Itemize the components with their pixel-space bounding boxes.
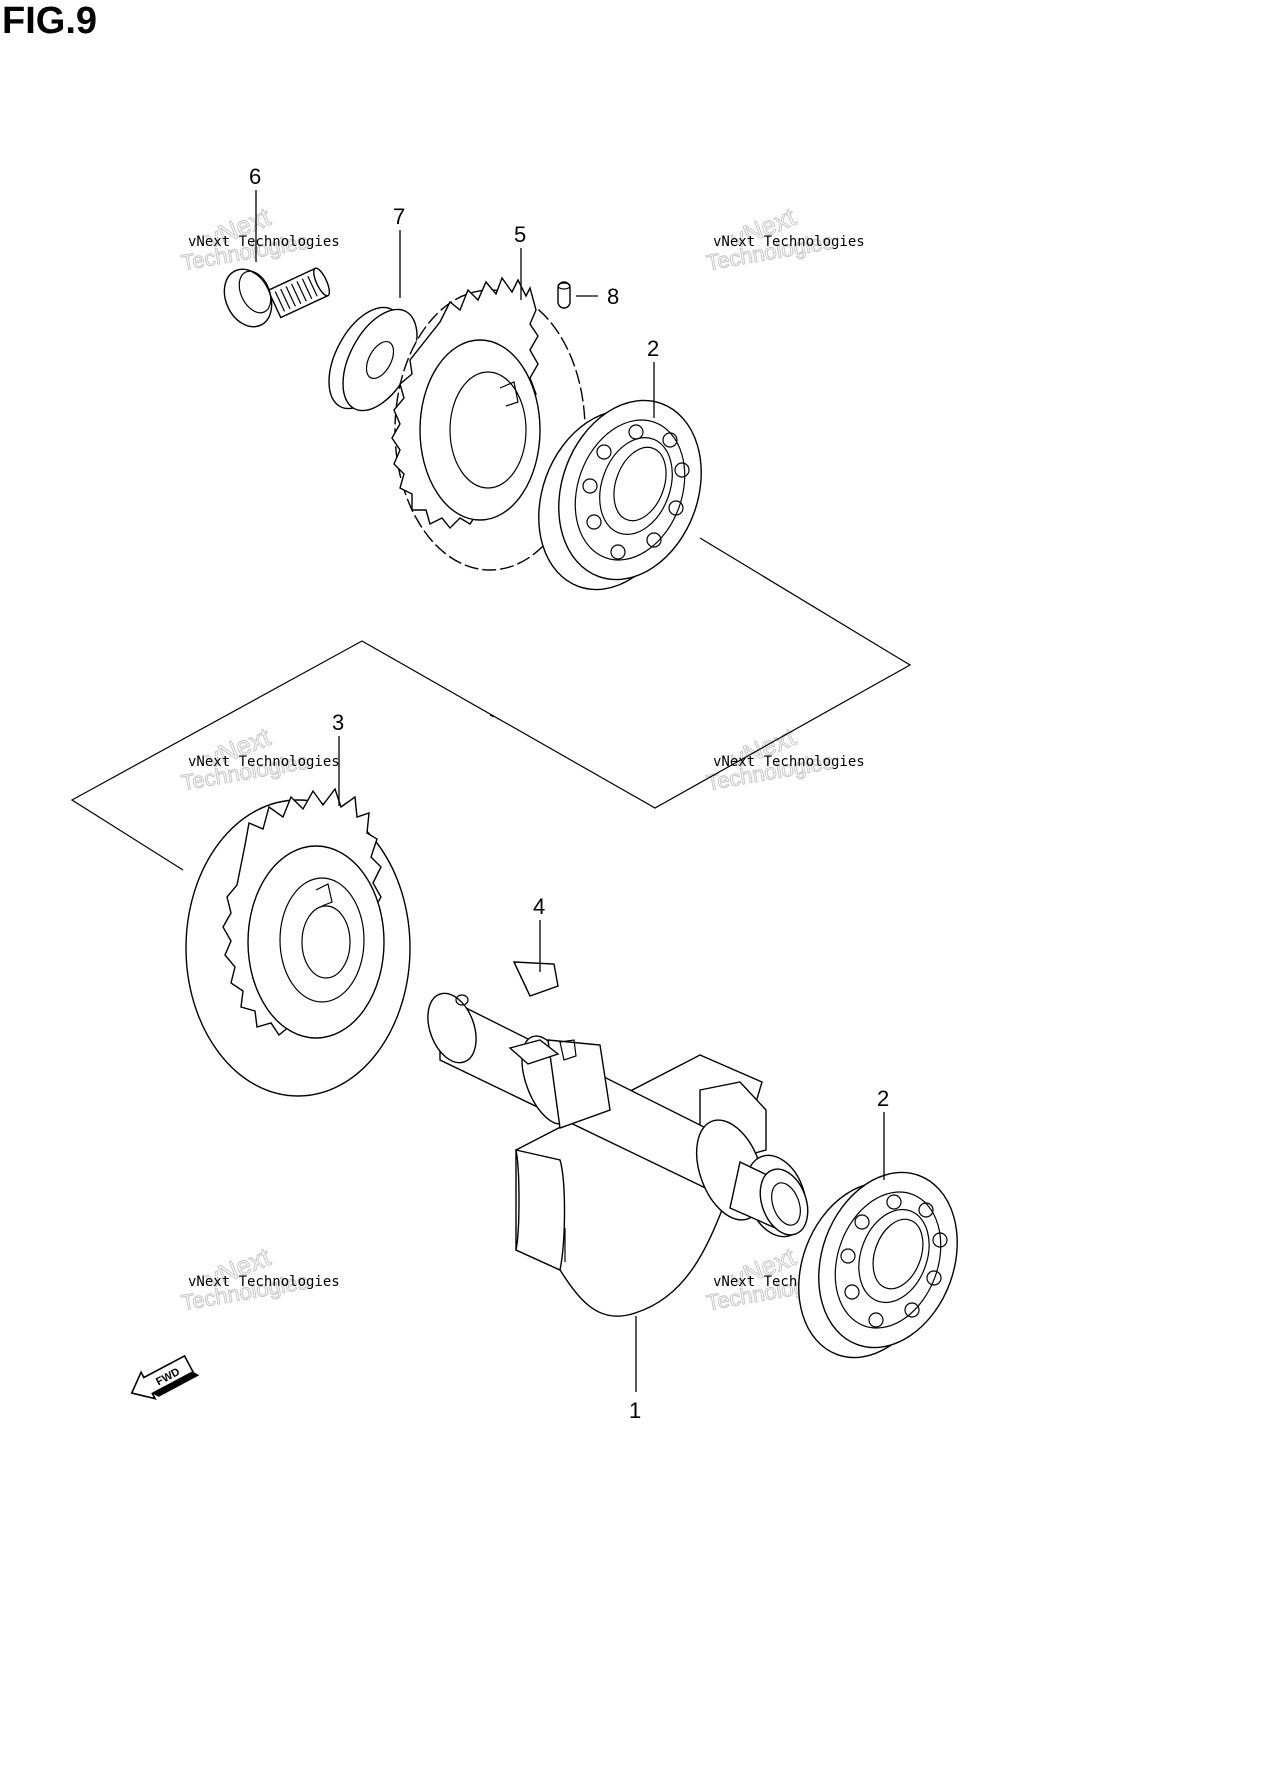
washer-part-7 (328, 306, 418, 412)
svg-text:vNext Technologies: vNext Technologies (713, 234, 865, 250)
watermark-bottom-left: vNext Technologies vNext Technologies (179, 1241, 340, 1316)
balancer-shaft-part-1 (427, 992, 809, 1317)
callout-part-2-top: 2 (647, 336, 659, 361)
callout-part-7: 7 (393, 204, 405, 229)
bolt-part-6 (223, 267, 331, 328)
callout-part-1: 1 (629, 1398, 641, 1423)
watermark-middle-left: vNext Technologies vNext Technologies (179, 721, 340, 796)
callout-part-3: 3 (332, 710, 344, 735)
svg-text:vNext Technologies: vNext Technologies (188, 234, 340, 250)
svg-text:vNext Technologies: vNext Technologies (188, 1274, 340, 1290)
gear-part-5 (391, 276, 586, 571)
bearing-part-2-top (538, 399, 702, 591)
svg-text:vNext Technologies: vNext Technologies (188, 754, 340, 770)
svg-text:vNext Technologies: vNext Technologies (713, 754, 865, 770)
fwd-arrow-icon: FWD (130, 1354, 200, 1400)
pin-part-8 (557, 281, 571, 309)
leader-lines (255, 190, 885, 1392)
callout-part-4: 4 (533, 894, 545, 919)
gear-part-3 (185, 787, 411, 1097)
callout-part-6: 6 (249, 164, 261, 189)
figure-title: FIG.9 (2, 0, 98, 42)
callout-part-8: 8 (607, 284, 619, 309)
key-part-4 (512, 961, 559, 997)
bearing-part-2-bottom (798, 1171, 958, 1359)
assembly-guide-lines (70, 537, 912, 871)
watermark-top-right: vNext Technologies vNext Technologies (704, 201, 865, 276)
callout-part-5: 5 (514, 222, 526, 247)
watermark-middle-right: vNext Technologies vNext Technologies (704, 721, 865, 796)
callout-part-2-bottom: 2 (877, 1086, 889, 1111)
watermark-top-left: vNext Technologies vNext Technologies (179, 201, 340, 276)
